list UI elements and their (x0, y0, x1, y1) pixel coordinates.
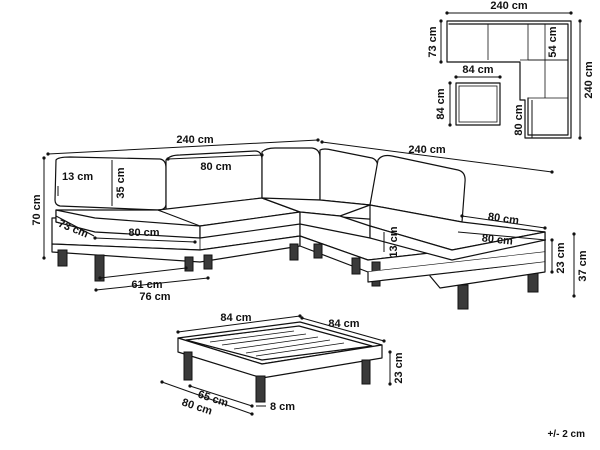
sofa-leg (313, 243, 323, 259)
table-leg (255, 375, 266, 403)
dim-line (189, 385, 253, 407)
table-leg-width-label: 8 cm (270, 401, 295, 413)
sofa-leg (57, 249, 68, 267)
table-leg (361, 359, 371, 385)
top-view-seat-depth-label: 73 cm (427, 26, 439, 57)
seat-height-label: 23 cm (555, 242, 567, 273)
dim-line (457, 231, 547, 241)
dim-line (94, 237, 196, 243)
seat-width-label: 80 cm (128, 227, 159, 239)
top-view-chaise-width-label: 54 cm (547, 26, 559, 57)
dim-line (301, 317, 385, 342)
table-slat (209, 330, 295, 343)
table-slat (197, 327, 283, 340)
sofa-leg (351, 257, 361, 275)
sofa-leg (457, 284, 469, 310)
dim-line (161, 381, 253, 415)
backrest-height-label: 35 cm (115, 167, 127, 198)
sofa-height-label: 70 cm (31, 194, 43, 225)
table-slat (221, 333, 307, 346)
back-cushion-width-label: 80 cm (200, 161, 231, 173)
dim-line (55, 215, 95, 237)
chaise-front-width-label: 80 cm (481, 232, 513, 247)
back-cushion-3 (261, 147, 321, 201)
table-slat (233, 336, 319, 350)
dim-line (167, 154, 263, 160)
cushion-thickness-label: 13 cm (62, 171, 93, 183)
dim-line (47, 139, 319, 155)
table-leg (183, 351, 193, 381)
sofa-leg (203, 254, 213, 270)
back-cushion-5 (369, 154, 466, 223)
sofa-leg (527, 271, 539, 293)
table-height-label: 23 cm (393, 352, 405, 383)
table-slat (245, 339, 331, 354)
table-frame (177, 337, 383, 379)
top-view-plan: 240 cm 240 cm 73 cm 54 cm 80 cm 84 cm 84… (427, 0, 595, 140)
top-view-table-width-label: 84 cm (462, 64, 493, 76)
back-cushion-1 (54, 156, 167, 211)
sofa-chaise-under (429, 261, 546, 289)
back-cushion-4 (319, 148, 379, 206)
top-view-depth-label: 240 cm (583, 61, 595, 99)
dim-line (177, 315, 301, 333)
table-top-width-label: 84 cm (220, 312, 251, 324)
dim-line (321, 141, 553, 173)
outer-width-label: 76 cm (139, 291, 170, 303)
sofa-width-left-label: 240 cm (176, 134, 214, 146)
sofa-chaise-side (367, 251, 546, 283)
seat-total-height-label: 37 cm (577, 250, 589, 281)
table-drawing: 84 cm 84 cm 23 cm 65 cm 80 cm 8 cm (160, 312, 405, 418)
seat-cushion-3 (261, 197, 371, 217)
sofa-drawing: 240 cm 240 cm 70 cm 13 cm 35 cm 80 cm 73… (31, 134, 589, 310)
sofa-leg (184, 256, 194, 272)
sofa-leg (289, 243, 299, 261)
tolerance-note: +/- 2 cm (547, 429, 585, 440)
sofa-leg (94, 254, 105, 282)
dim-line (99, 267, 187, 279)
sofa-width-right-label: 240 cm (408, 144, 446, 156)
chaise-top-width-label: 80 cm (487, 211, 520, 227)
dim-line (95, 277, 209, 291)
top-view-table-depth-label: 84 cm (435, 88, 447, 119)
top-view-chaise-length-label: 80 cm (513, 104, 525, 135)
chaise-cushion-thickness-label: 13 cm (388, 226, 400, 257)
table-top-depth-label: 84 cm (328, 318, 359, 330)
table-slat (255, 342, 345, 357)
dim-line (461, 215, 546, 229)
top-view-table (455, 82, 501, 126)
top-view-table-inner (458, 85, 498, 123)
top-view-outline (446, 20, 572, 139)
top-view-width-label: 240 cm (490, 0, 528, 12)
